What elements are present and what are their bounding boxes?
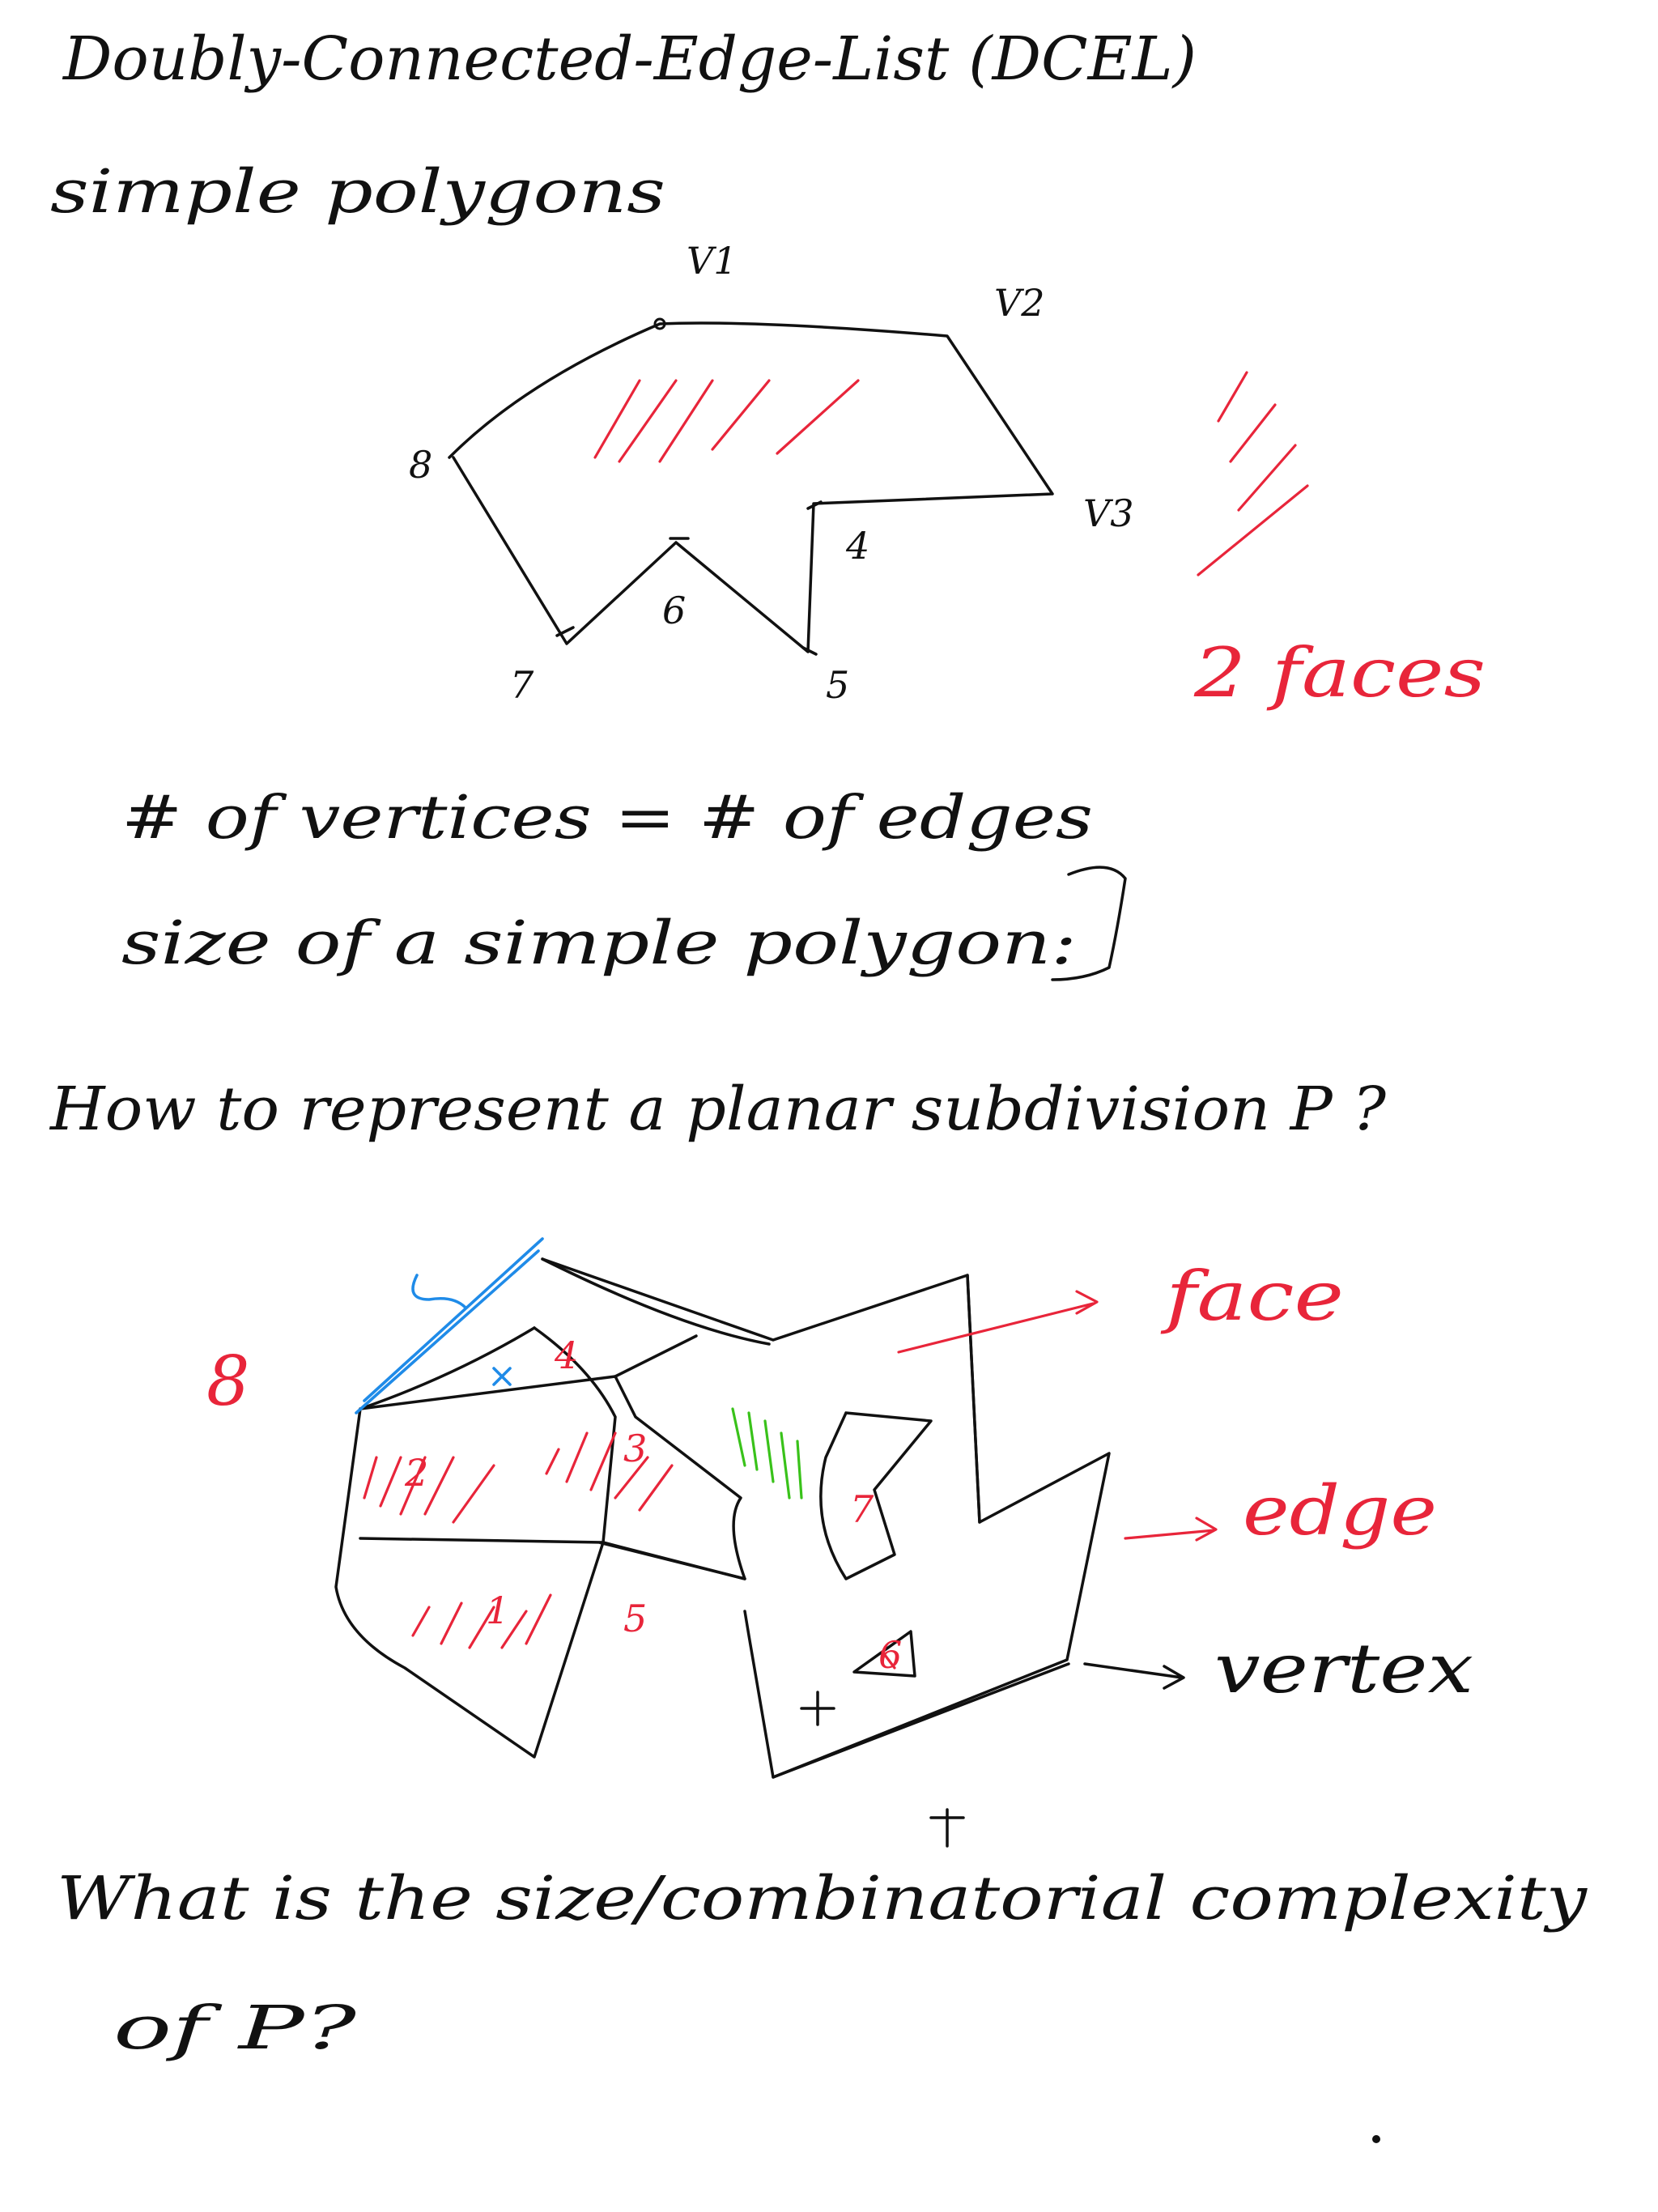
label-5: 5 [826, 663, 849, 707]
question-size-line1: What is the size/combinatorial complexit… [57, 1864, 1588, 1933]
face-number-7: 7 [850, 1487, 874, 1531]
outer-face-hatching [1197, 371, 1309, 576]
label-v1: V1 [687, 239, 738, 283]
face-number-8: 8 [206, 1342, 249, 1421]
question-size-line2: of P? [113, 1993, 358, 2063]
left-region-outline [334, 1375, 746, 1759]
face-number-3: 3 [623, 1427, 647, 1470]
callout-edge: edge [1243, 1471, 1437, 1551]
faces-note: 2 faces [1193, 633, 1486, 713]
polygon-outline [448, 321, 1054, 653]
label-v2: V2 [994, 281, 1045, 325]
face-number-6: 6 [878, 1633, 902, 1677]
subtitle-text: simple polygons [50, 157, 665, 227]
callout-vertex: vertex [1214, 1629, 1473, 1708]
size-line: size of a simple polygon: [121, 908, 1077, 978]
label-8: 8 [409, 443, 432, 487]
face-number-4: 4 [554, 1334, 578, 1377]
label-4: 4 [845, 524, 869, 568]
vertex-count-line: # of vertices = # of edges [121, 783, 1093, 853]
label-6: 6 [662, 589, 686, 632]
subdivision-face-hatching [363, 1431, 896, 1670]
face-number-2: 2 [404, 1451, 428, 1495]
half-edge-arrow [355, 1237, 544, 1414]
face-number-5: 5 [623, 1597, 647, 1640]
hole-hatching [731, 1407, 803, 1499]
size-bracket [1051, 866, 1127, 981]
face-number-1: 1 [486, 1589, 509, 1632]
stray-dot [1372, 2135, 1380, 2143]
outer-polygon-outline [541, 1257, 1111, 1779]
label-7: 7 [510, 663, 534, 707]
hole-outline [819, 1411, 933, 1580]
callout-face: face [1160, 1257, 1344, 1336]
title-text: Doubly-Connected-Edge-List (DCEL) [62, 24, 1197, 94]
edge-pointer [1124, 1516, 1218, 1542]
label-v3: V3 [1083, 491, 1134, 535]
question-represent: How to represent a planar subdivision P … [49, 1074, 1387, 1144]
planar-subdivision-figure: 8 1 2 3 4 5 6 7 face edge vertex [206, 1237, 1473, 1848]
simple-polygon-figure: V1 V2 V3 4 5 6 7 8 2 faces [409, 239, 1486, 713]
vertex-pointer [1083, 1662, 1185, 1690]
polygon-face-hatching [593, 379, 860, 463]
face-pointer [897, 1290, 1099, 1354]
